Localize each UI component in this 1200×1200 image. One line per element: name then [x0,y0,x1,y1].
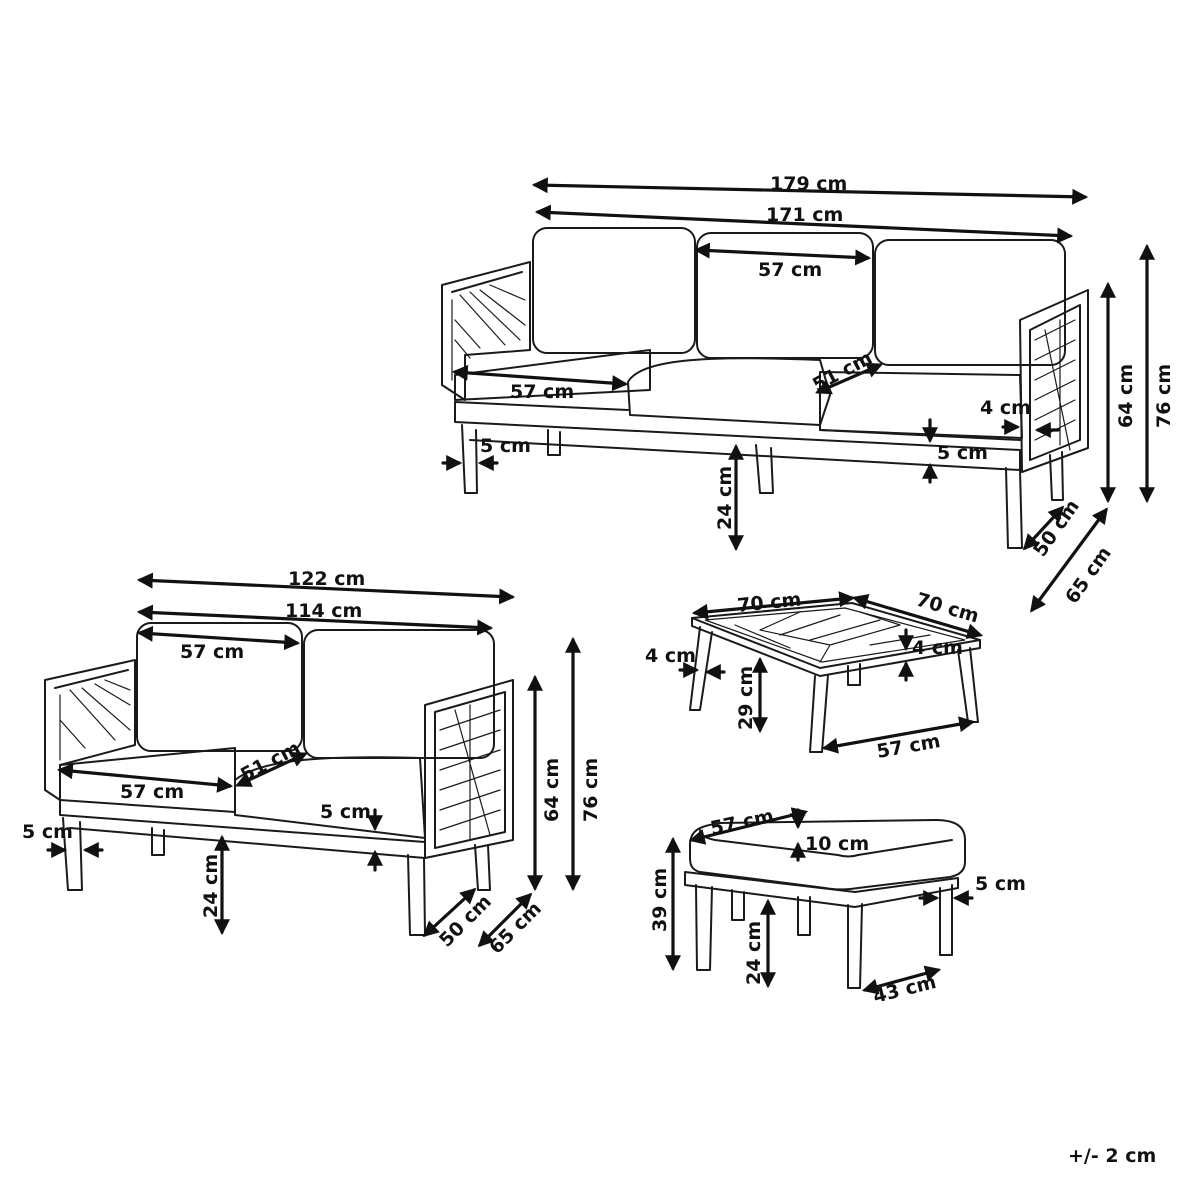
ottoman-cushion-thickness-label: 10 cm [805,833,869,855]
sofa2-leg-width-label: 5 cm [22,821,73,843]
sofa2-total-height-label: 76 cm [580,758,602,822]
coffee-table-dimensions: 70 cm 70 cm 4 cm 4 cm 29 cm 57 cm [645,588,984,763]
ottoman-leg-span-label: 43 cm [871,971,939,1008]
ottoman-width-label: 57 cm [708,805,775,840]
sofa3-seat-cushion-width-label: 57 cm [510,381,574,403]
table-leg-width-label: 4 cm [645,645,696,667]
sofa3-total-height-label: 76 cm [1153,364,1175,428]
two-seat-sofa-dimensions: 122 cm 114 cm 57 cm 57 cm 51 cm 5 cm 5 c… [22,568,602,959]
sofa3-total-depth-label: 65 cm [1061,543,1116,608]
sofa2-total-width-label: 122 cm [288,568,365,590]
ottoman-leg-width-label: 5 cm [975,873,1026,895]
sofa2-frame-width-label: 114 cm [285,600,362,622]
sofa3-total-width-label: 179 cm [770,173,847,195]
table-leg-span-label: 57 cm [875,730,942,763]
sofa2-leg-height-label: 24 cm [200,854,222,918]
coffee-table-drawing [689,602,981,753]
sofa3-frame-width-label: 171 cm [766,204,843,226]
sofa3-leg-width-label: 5 cm [480,435,531,457]
sofa2-seat-cushion-width-label: 57 cm [120,781,184,803]
sofa3-back-cushion-width-label: 57 cm [758,259,822,281]
sofa3-seat-height-label: 64 cm [1115,364,1137,428]
sofa3-leg-height-label: 24 cm [714,466,736,530]
ottoman-total-height-label: 39 cm [649,868,671,932]
three-seat-sofa-dimensions: 179 cm 171 cm 57 cm 57 cm 51 cm 4 cm 5 c… [441,173,1175,613]
sofa3-cushion-thickness-label: 5 cm [937,442,988,464]
ottoman-dimensions: 57 cm 10 cm 5 cm 39 cm 24 cm 43 cm [649,805,1026,1008]
sofa2-back-cushion-width-label: 57 cm [180,641,244,663]
table-top-thickness-label: 4 cm [912,637,963,659]
table-depth-label: 70 cm [914,589,982,628]
table-height-label: 29 cm [735,666,757,730]
sofa2-cushion-thickness-label: 5 cm [320,801,371,823]
two-seat-sofa-drawing [44,622,514,936]
sofa3-arm-width-label: 4 cm [980,397,1031,419]
sofa2-seat-height-label: 64 cm [541,758,563,822]
tolerance-note: +/- 2 cm [1068,1145,1156,1167]
ottoman-leg-height-label: 24 cm [743,921,765,985]
